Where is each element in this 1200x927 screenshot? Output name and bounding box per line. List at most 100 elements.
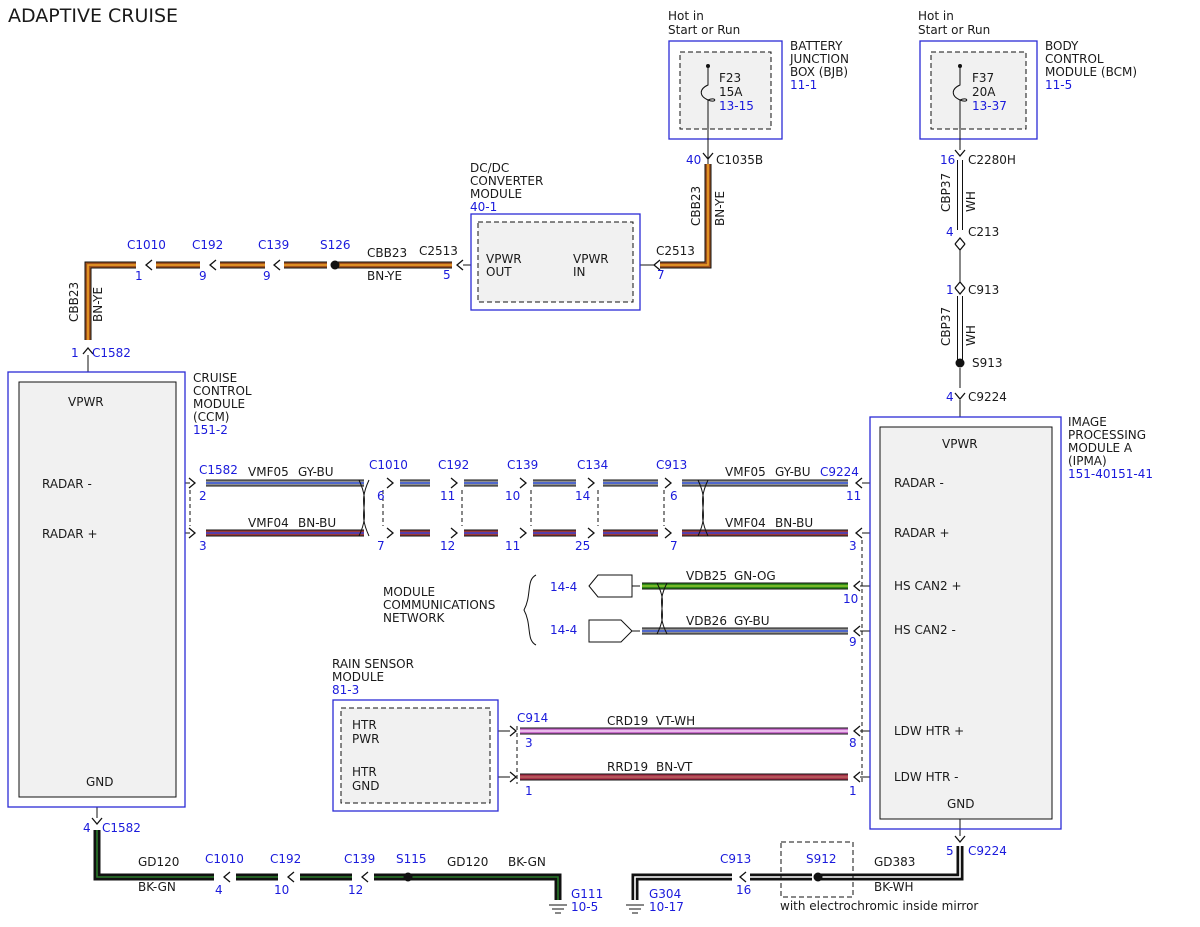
dcdc-in-label: IN (573, 265, 586, 279)
dcdc-inner (477, 221, 634, 303)
connector-c9224-chevron (954, 392, 966, 401)
connector-label: C9224 (968, 844, 1007, 858)
pin-number: 9 (199, 269, 207, 283)
bjb-name: BOX (BJB) (790, 65, 848, 79)
dcdc-in-label: VPWR (573, 252, 609, 266)
ccm-pin-label: VPWR (68, 395, 104, 409)
dcdc-ref: 40-1 (470, 200, 497, 214)
pin-number: 16 (940, 153, 955, 167)
connector-label: C914 (517, 711, 548, 725)
rain-pin-label: GND (352, 779, 380, 793)
bjb-hot-label: Start or Run (668, 23, 740, 37)
ipma-inner (879, 426, 1053, 820)
circuit-label: VDB25 (686, 569, 727, 583)
connector-c2280h-chevron (954, 149, 966, 158)
dcdc-out-label: VPWR (486, 252, 522, 266)
connector-c1582-chevron (82, 346, 94, 355)
circuit-label: CRD19 (607, 714, 648, 728)
pin-number: 6 (377, 489, 385, 503)
body-control-module[interactable]: Hot in Start or Run BODY CONTROL MODULE … (918, 9, 1137, 404)
fuse-label: F23 (719, 71, 741, 85)
connector-c914-chevron (509, 771, 518, 783)
connector-label: C139 (507, 458, 538, 472)
bjb-name: BATTERY (790, 39, 843, 53)
ipma-pin-label: HS CAN2 - (894, 623, 956, 637)
circuit-label: RRD19 (607, 760, 648, 774)
pin-number: 10 (505, 489, 520, 503)
connector-c913-chevron (738, 871, 747, 883)
pin-number: 5 (443, 268, 451, 282)
module-communications-network: MODULE COMMUNICATIONS NETWORK 14-4 14-4 … (383, 569, 858, 649)
bcm-name: BODY (1045, 39, 1079, 53)
ccm-outline (7, 371, 186, 808)
pin-number: 40 (686, 153, 701, 167)
ground-ref: 10-5 (571, 900, 598, 914)
bcm-name: MODULE (BCM) (1045, 65, 1137, 79)
connector-chevron (664, 477, 673, 489)
splice-s115 (403, 872, 413, 882)
ccm-ref: 151-2 (193, 423, 228, 437)
connector-label: C913 (720, 852, 751, 866)
pin-number: 4 (946, 225, 954, 239)
connector-label: C1582 (199, 463, 238, 477)
circuit-label: GD120 (138, 855, 179, 869)
rain-pin-label: HTR (352, 765, 377, 779)
connector-c9224-chevron (852, 771, 861, 783)
splice-s126 (330, 260, 340, 270)
pin-number: 1 (946, 283, 954, 297)
connector-chevron (286, 871, 295, 883)
ipma-ref: 151-40151-41 (1068, 467, 1153, 481)
connector-label: C1010 (127, 238, 166, 252)
connector-label: C2513 (656, 244, 695, 258)
connector-label: C1010 (369, 458, 408, 472)
ground-ref: 10-17 (649, 900, 684, 914)
bjb-name: JUNCTION (789, 52, 849, 66)
rain-inner (340, 707, 491, 804)
connector-chevron (360, 871, 369, 883)
connector-label: C1582 (102, 821, 141, 835)
connector-label: C213 (968, 225, 999, 239)
wire-color-label: GY-BU (298, 465, 334, 479)
pin-number: 5 (946, 844, 954, 858)
connector-c9224-chevron (854, 527, 863, 539)
connector-label: C1035B (716, 153, 763, 167)
ccm-name: CRUISE (193, 371, 237, 385)
circuit-label: GD383 (874, 855, 915, 869)
pin-number: 10 (274, 883, 289, 897)
bjb-outline (668, 40, 783, 140)
dc-dc-converter-module[interactable]: DC/DC CONVERTER MODULE 40-1 VPWR OUT VPW… (419, 161, 695, 311)
pin-number: 6 (670, 489, 678, 503)
connector-chevron (664, 527, 673, 539)
cruise-control-module[interactable]: 1 C1582 CRUISE CONTROL MODULE (CCM) 151-… (7, 346, 252, 835)
pin-number: 12 (440, 539, 455, 553)
network-label: NETWORK (383, 611, 446, 625)
connector-label: C1010 (205, 852, 244, 866)
rain-name: RAIN SENSOR (332, 657, 414, 671)
network-label: COMMUNICATIONS (383, 598, 495, 612)
ipma-pin-label: RADAR - (894, 476, 944, 490)
bjb-ref: 11-1 (790, 78, 817, 92)
pin-number: 3 (849, 539, 857, 553)
bcm-inner (930, 51, 1027, 130)
ipma-name: PROCESSING (1068, 428, 1146, 442)
battery-junction-box[interactable]: Hot in Start or Run BATTERY JUNCTION BOX… (668, 9, 849, 226)
wires-layer (82, 149, 966, 900)
dcdc-out-label: OUT (486, 265, 512, 279)
ground-label: G111 (571, 887, 603, 901)
pin-number: 3 (199, 539, 207, 553)
pin-number: 4 (946, 390, 954, 404)
rain-sensor-module[interactable]: RAIN SENSOR MODULE 81-3 HTR PWR HTR GND … (332, 657, 857, 812)
pin-number: 7 (670, 539, 678, 553)
connector-c2513-in-chevron (652, 259, 661, 271)
connector-c9224-chevron (854, 477, 863, 489)
dcdc-name: CONVERTER (470, 174, 543, 188)
wire-gd120-color (94, 830, 214, 880)
connector-label: C913 (968, 283, 999, 297)
connector-chevron (188, 527, 197, 539)
wire-color-label: GY-BU (775, 465, 811, 479)
ipma-pin-label: VPWR (942, 437, 978, 451)
connector-chevron (386, 527, 395, 539)
wire-gd383-stripe (818, 846, 961, 878)
image-processing-module[interactable]: IMAGE PROCESSING MODULE A (IPMA) 151-401… (869, 415, 1153, 858)
